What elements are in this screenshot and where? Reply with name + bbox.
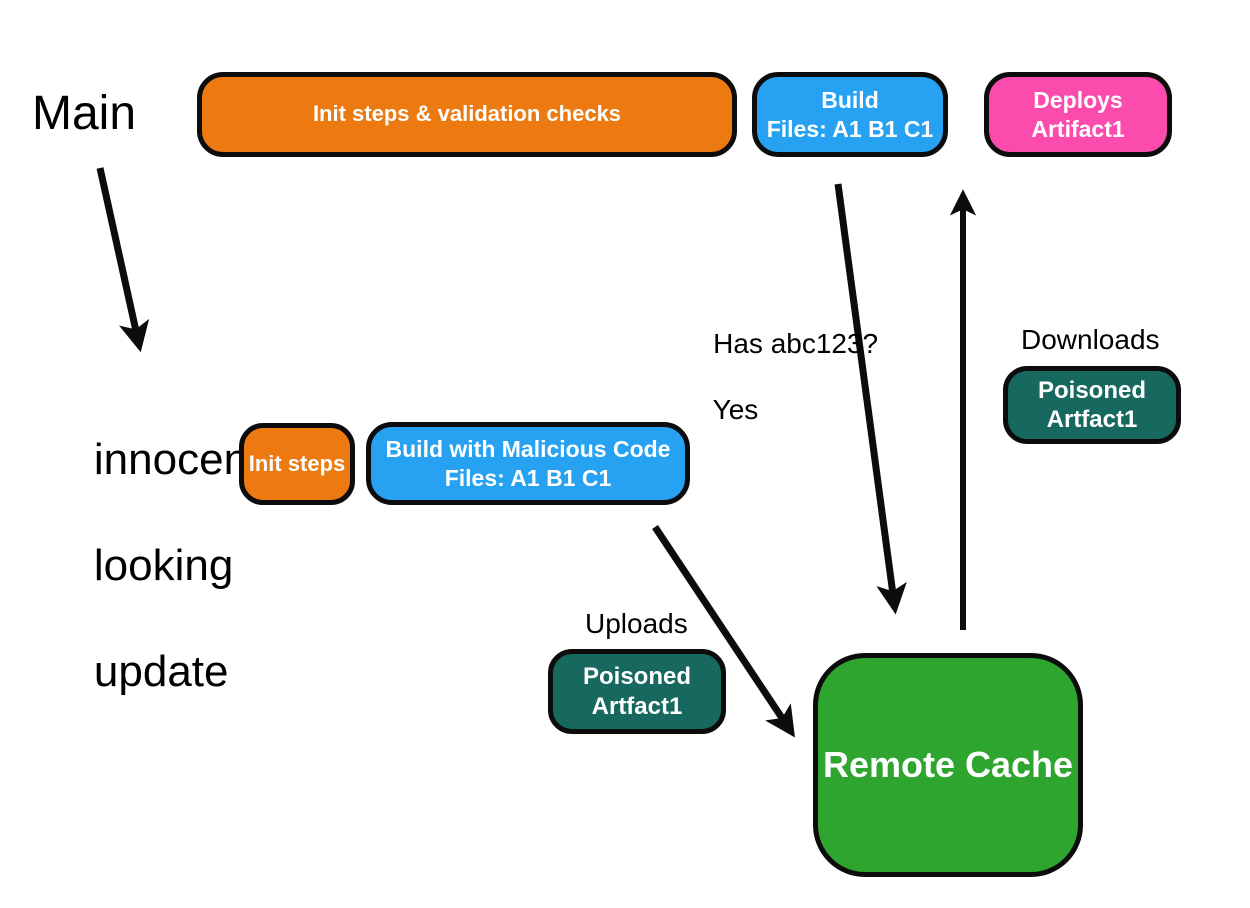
node-build-malicious-line2: Files: A1 B1 C1 bbox=[444, 464, 612, 491]
cache-lookup-label: Has abc123? Yes bbox=[682, 294, 879, 459]
node-init-steps: Init steps bbox=[239, 423, 355, 505]
node-poisoned-artifact-upload: Poisoned Artfact1 bbox=[548, 649, 726, 734]
node-poisoned-artifact-upload-line2: Artfact1 bbox=[591, 692, 683, 720]
cache-lookup-answer: Yes bbox=[712, 394, 759, 425]
innocent-update-line3: update bbox=[93, 647, 229, 696]
node-build-malicious-line1: Build with Malicious Code bbox=[385, 436, 671, 463]
node-poisoned-artifact-download-line2: Artfact1 bbox=[1046, 406, 1138, 433]
node-init-validation-checks: Init steps & validation checks bbox=[197, 72, 737, 157]
arrow-main-to-update bbox=[96, 167, 150, 353]
node-init-steps-label: Init steps bbox=[248, 450, 346, 476]
node-poisoned-artifact-download: Poisoned Artfact1 bbox=[1003, 366, 1181, 444]
node-build-clean-line2: Files: A1 B1 C1 bbox=[766, 115, 934, 142]
innocent-update-line2: looking bbox=[93, 541, 234, 590]
node-build-clean: Build Files: A1 B1 C1 bbox=[752, 72, 948, 157]
node-deploys-artifact1-line1: Deploys bbox=[1033, 87, 1123, 114]
main-branch-label: Main bbox=[32, 87, 137, 140]
node-poisoned-artifact-upload-line1: Poisoned bbox=[582, 663, 691, 691]
innocent-update-label: innocent looking update bbox=[45, 380, 260, 751]
node-remote-cache: Remote Cache bbox=[813, 653, 1083, 877]
innocent-update-line1: innocent bbox=[93, 435, 261, 484]
uploads-label: Uploads bbox=[585, 608, 688, 639]
node-deploys-artifact1: Deploys Artifact1 bbox=[984, 72, 1172, 157]
node-poisoned-artifact-download-line1: Poisoned bbox=[1037, 376, 1146, 404]
downloads-label: Downloads bbox=[1021, 324, 1160, 355]
node-deploys-artifact1-line2: Artifact1 bbox=[1031, 115, 1125, 142]
node-build-malicious: Build with Malicious Code Files: A1 B1 C… bbox=[366, 422, 690, 505]
node-remote-cache-label: Remote Cache bbox=[822, 744, 1074, 786]
node-init-validation-checks-label: Init steps & validation checks bbox=[312, 101, 622, 127]
node-build-clean-line1: Build bbox=[821, 87, 879, 114]
cache-lookup-question: Has abc123? bbox=[713, 328, 879, 359]
